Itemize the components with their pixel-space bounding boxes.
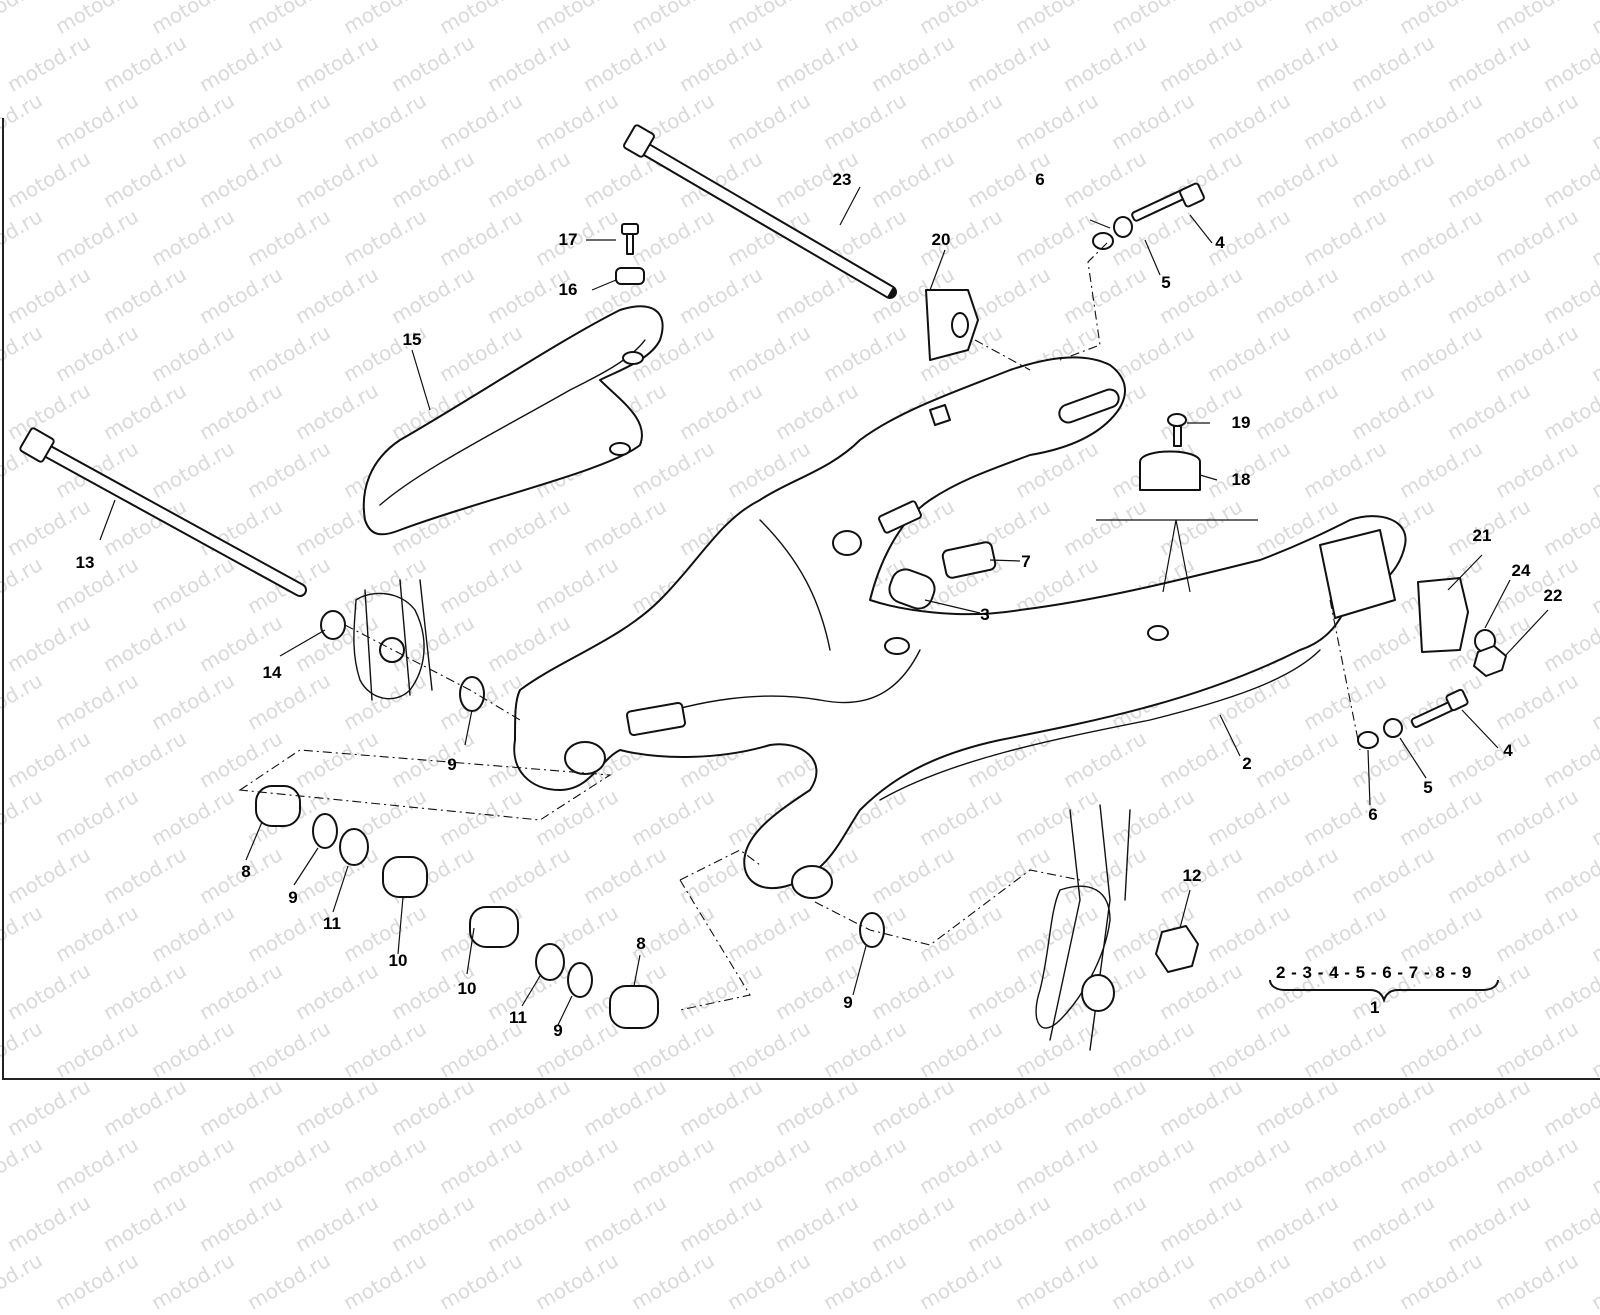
callout-19: 19 <box>1231 413 1251 432</box>
watermark-text: motod.ru <box>50 1248 143 1315</box>
watermark-text: motod.ru <box>866 1190 959 1257</box>
callout-7: 7 <box>1021 552 1031 571</box>
watermark-text: motod.ru <box>674 1190 767 1257</box>
watermark-text: motod.ru <box>626 1248 719 1315</box>
assembly-dash-lines <box>238 242 1361 1011</box>
callout-20: 20 <box>931 230 951 249</box>
watermark-text: motod.ru <box>1394 1248 1487 1315</box>
watermark-text: motod.ru <box>194 1190 287 1257</box>
callout-23: 23 <box>832 170 852 189</box>
callout-9: 9 <box>843 993 853 1012</box>
watermark-text: motod.ru <box>530 1248 623 1315</box>
callout-16: 16 <box>558 280 578 299</box>
watermark-text: motod.ru <box>914 1248 1007 1315</box>
callout-11: 11 <box>323 914 341 933</box>
watermark-text: motod.ru <box>578 1190 671 1257</box>
callout-8: 8 <box>636 934 646 953</box>
watermark-text: motod.ru <box>1250 1190 1343 1257</box>
callout-6: 6 <box>1035 170 1045 189</box>
callout-22: 22 <box>1543 586 1563 605</box>
watermark-text: motod.ru <box>386 1190 479 1257</box>
callout-8: 8 <box>241 862 251 881</box>
callout-12: 12 <box>1182 866 1202 885</box>
watermark-text: motod.ru <box>242 1248 335 1315</box>
callout-3: 3 <box>980 605 990 624</box>
watermark-text: motod.ru <box>2 1190 95 1257</box>
watermark-text: motod.ru <box>722 1248 815 1315</box>
callout-24: 24 <box>1511 561 1531 580</box>
callout-9: 9 <box>553 1021 563 1040</box>
watermark-text: motod.ru <box>0 1248 47 1315</box>
frame-left-border <box>2 118 4 1080</box>
watermark-text: motod.ru <box>434 1248 527 1315</box>
watermark-text: motod.ru <box>482 1190 575 1257</box>
callout-11: 11 <box>509 1008 527 1027</box>
kit-number-label: 1 <box>1370 998 1380 1017</box>
callout-21: 21 <box>1472 526 1492 545</box>
frame-bottom-border <box>2 1078 1600 1080</box>
callout-18: 18 <box>1231 470 1251 489</box>
watermark-text: motod.ru <box>1586 1248 1600 1315</box>
watermark-text: motod.ru <box>98 1190 191 1257</box>
callout-10: 10 <box>388 951 408 970</box>
watermark-text: motod.ru <box>1106 1248 1199 1315</box>
callout-9: 9 <box>447 755 457 774</box>
leader-lines <box>99 186 1549 1026</box>
watermark-text: motod.ru <box>146 1248 239 1315</box>
watermark-text: motod.ru <box>1202 1248 1295 1315</box>
watermark-text: motod.ru <box>1058 1190 1151 1257</box>
watermark-text: motod.ru <box>818 1248 911 1315</box>
callout-15: 15 <box>402 330 422 349</box>
swingarm-drawing <box>513 356 1407 899</box>
callout-13: 13 <box>75 553 95 572</box>
callout-14: 14 <box>262 663 282 682</box>
watermark-text: motod.ru <box>1346 1190 1439 1257</box>
callout-5: 5 <box>1161 273 1171 292</box>
watermark-text: motod.ru <box>1538 1190 1600 1257</box>
watermark-text: motod.ru <box>290 1190 383 1257</box>
watermark-text: motod.ru <box>1010 1248 1103 1315</box>
callout-4: 4 <box>1215 233 1225 252</box>
kit-contents-label: 2 - 3 - 4 - 5 - 6 - 7 - 8 - 9 <box>1276 963 1472 982</box>
watermark-text: motod.ru <box>962 1190 1055 1257</box>
kit-brace <box>1269 979 1499 1004</box>
watermark-text: motod.ru <box>1490 1248 1583 1315</box>
callout-4: 4 <box>1503 741 1513 760</box>
watermark-text: motod.ru <box>1298 1248 1391 1315</box>
callout-17: 17 <box>558 230 578 249</box>
callout-2: 2 <box>1242 754 1252 773</box>
callout-5: 5 <box>1423 778 1433 797</box>
watermark-text: motod.ru <box>338 1248 431 1315</box>
callout-9: 9 <box>288 888 298 907</box>
callout-6: 6 <box>1368 805 1378 824</box>
callout-10: 10 <box>457 979 477 998</box>
watermark-text: motod.ru <box>1154 1190 1247 1257</box>
watermark-text: motod.ru <box>770 1190 863 1257</box>
exploded-parts-drawing <box>19 124 1549 1051</box>
watermark-text: motod.ru <box>1442 1190 1535 1257</box>
